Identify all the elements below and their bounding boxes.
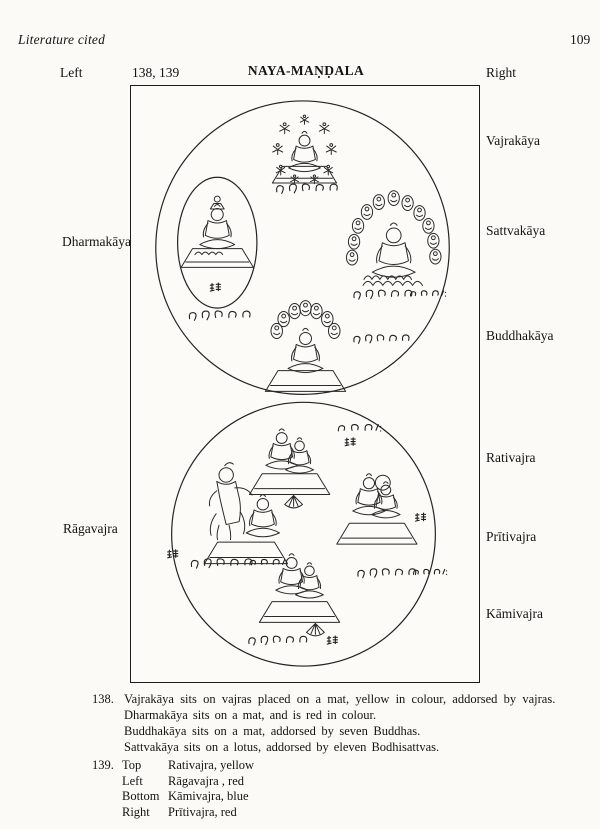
caption-138-line: Dharmakāya sits on a mat, and is red in … <box>124 708 377 722</box>
right-label-rativajra: Rativajra <box>486 450 536 465</box>
caption-138-number: 138. <box>92 692 114 706</box>
position-value: Prītivajra, red <box>168 804 237 819</box>
caption-138-line: Sattvakāya sits on a lotus, addorsed by … <box>124 740 440 754</box>
caption-139-row: Right Prītivajra, red <box>122 805 237 820</box>
script-rativajra <box>337 423 382 432</box>
ragavajra-couple <box>203 461 289 565</box>
position-value: Kāmivajra, blue <box>168 789 249 803</box>
script-pritivajra <box>357 568 448 579</box>
script-dharmakaya <box>188 310 251 321</box>
caption-139-number: 139. <box>92 758 114 772</box>
right-label-buddhakaya: Buddhakāya <box>486 328 554 343</box>
caption-139-row: Top Rativajra, yellow <box>122 758 254 773</box>
script-buddhakaya <box>353 334 410 344</box>
mandala-title: NAYA-MAṆḌALA <box>247 63 365 78</box>
figure-numbers: 138, 139 <box>132 65 180 80</box>
page-number: 109 <box>570 32 591 47</box>
position-label: Left <box>122 773 143 788</box>
position-label: Top <box>122 758 142 772</box>
mandala-frame <box>130 85 480 683</box>
kamivajra-couple <box>258 553 341 637</box>
caption-138-line: Vajrakāya sits on vajras placed on a mat… <box>124 692 556 706</box>
caption-139-row: Left Rāgavajra , red <box>122 774 244 789</box>
dharmakaya-figure <box>178 177 257 308</box>
script-kamivajra <box>248 635 338 646</box>
pritivajra-couple <box>335 473 418 545</box>
upper-mandala <box>156 101 449 394</box>
left-label-ragavajra: Rāgavajra <box>63 521 118 536</box>
right-label-sattvakaya: Sattvakāya <box>486 223 546 238</box>
sattvakaya-figure <box>346 190 442 286</box>
running-header-title: Literature cited <box>18 32 106 47</box>
orientation-label-right: Right <box>486 65 517 80</box>
vajrakaya-figure <box>271 114 338 185</box>
dharmakaya-oval <box>178 177 257 308</box>
color-mark-red-dharmakaya <box>209 282 221 292</box>
position-label: Right <box>122 804 150 819</box>
mandala-drawing <box>131 86 478 681</box>
caption-138-line: Buddhakāya sits on a mat, addorsed by se… <box>124 724 421 738</box>
left-label-dharmakaya: Dharmakāya <box>62 234 131 249</box>
position-value: Rativajra, yellow <box>168 758 255 772</box>
buddhakaya-figure <box>264 300 347 393</box>
right-label-vajrakaya: Vajrakāya <box>486 133 540 148</box>
right-label-pritivajra: Prītivajra <box>486 529 537 544</box>
color-mark-blue-kamivajra <box>326 635 338 645</box>
right-label-kamivajra: Kāmivajra <box>486 606 543 621</box>
lower-mandala <box>167 402 448 666</box>
position-label: Bottom <box>122 789 160 803</box>
script-vajrakaya <box>276 183 338 194</box>
script-sattvakaya <box>353 289 447 300</box>
caption-139-row: Bottom Kāmivajra, blue <box>122 789 249 804</box>
position-value: Rāgavajra , red <box>168 773 245 788</box>
color-mark-yellow-rativajra <box>344 437 356 447</box>
color-mark-red-pritivajra <box>415 512 427 522</box>
rativajra-couple <box>248 428 331 509</box>
orientation-label-left: Left <box>60 65 83 80</box>
